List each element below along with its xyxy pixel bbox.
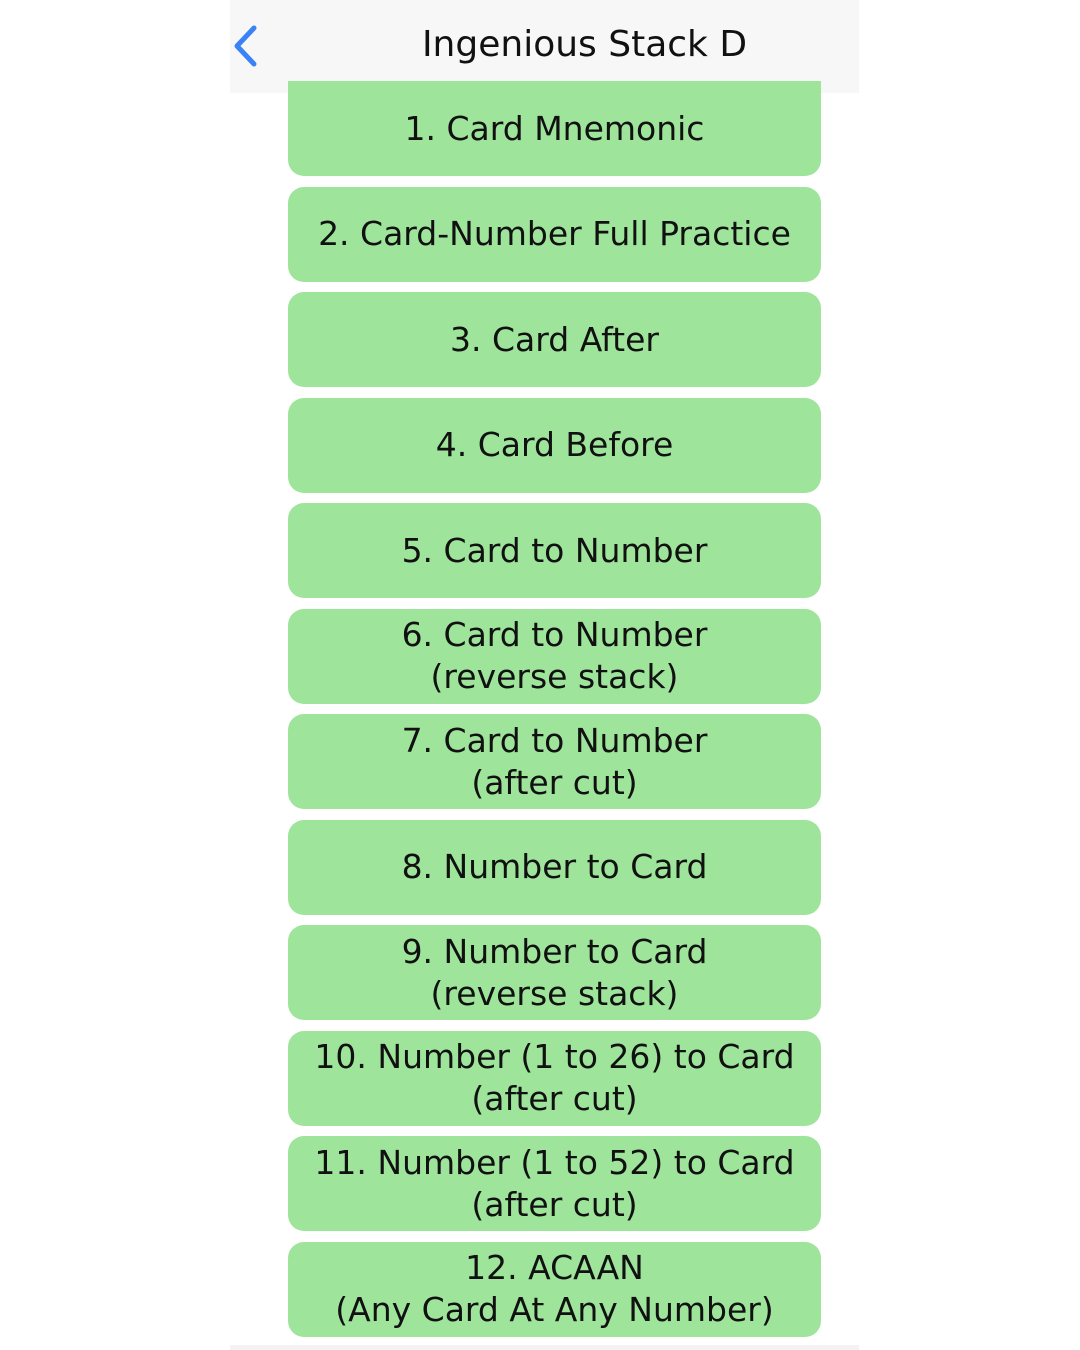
chevron-left-icon (234, 25, 257, 67)
menu-item-label: 12. ACAAN (Any Card At Any Number) (335, 1247, 773, 1331)
menu-item-line-1: 7. Card to Number (401, 720, 708, 760)
menu-item-number-to-card-reverse-stack[interactable]: 9. Number to Card (reverse stack) (288, 925, 821, 1020)
menu-item-card-mnemonic[interactable]: 1. Card Mnemonic (288, 81, 821, 176)
menu-item-label: 5. Card to Number (402, 530, 708, 572)
menu-item-label: 11. Number (1 to 52) to Card (after cut) (314, 1142, 794, 1226)
menu-item-number-1-to-52-after-cut[interactable]: 11. Number (1 to 52) to Card (after cut) (288, 1136, 821, 1231)
menu-item-acaan[interactable]: 12. ACAAN (Any Card At Any Number) (288, 1241, 821, 1337)
menu-item-number-1-to-26-after-cut[interactable]: 10. Number (1 to 26) to Card (after cut) (288, 1030, 821, 1126)
menu-item-line-2: (after cut) (471, 1079, 638, 1118)
menu-item-line-2: (reverse stack) (430, 657, 679, 696)
menu-item-card-before[interactable]: 4. Card Before (288, 397, 821, 493)
bottom-divider (230, 1345, 859, 1350)
menu-item-card-to-number[interactable]: 5. Card to Number (288, 503, 821, 598)
menu-item-line-1: 6. Card to Number (401, 615, 708, 654)
menu-item-card-after[interactable]: 3. Card After (288, 292, 821, 387)
menu-item-line-2: (after cut) (471, 1184, 638, 1224)
menu-item-line-2: (reverse stack) (430, 973, 679, 1013)
menu-item-label: 8. Number to Card (402, 846, 708, 888)
menu-item-line-1: 1. Card Mnemonic (404, 108, 705, 148)
menu-item-line-1: 2. Card-Number Full Practice (318, 214, 791, 253)
menu-item-line-1: 8. Number to Card (401, 847, 708, 886)
menu-item-label: 10. Number (1 to 26) to Card (after cut) (314, 1036, 794, 1120)
menu-item-line-1: 5. Card to Number (401, 530, 708, 570)
menu-item-label: 7. Card to Number (after cut) (402, 720, 708, 804)
menu-item-label: 6. Card to Number (reverse stack) (402, 614, 708, 698)
menu-item-line-2: (after cut) (471, 762, 638, 802)
menu-item-number-to-card[interactable]: 8. Number to Card (288, 819, 821, 915)
menu-item-line-1: 10. Number (1 to 26) to Card (314, 1037, 795, 1076)
navigation-bar: Ingenious Stack D (230, 0, 859, 93)
menu-item-line-1: 11. Number (1 to 52) to Card (314, 1142, 795, 1182)
menu-item-line-1: 9. Number to Card (401, 931, 708, 971)
menu-item-line-1: 3. Card After (450, 319, 659, 359)
menu-item-line-2: (Any Card At Any Number) (335, 1290, 774, 1329)
menu-item-line-1: 12. ACAAN (465, 1248, 644, 1287)
page-title: Ingenious Stack D (421, 24, 748, 65)
menu-item-card-to-number-reverse-stack[interactable]: 6. Card to Number (reverse stack) (288, 608, 821, 704)
menu-item-label: 9. Number to Card (reverse stack) (402, 931, 708, 1015)
menu-item-line-1: 4. Card Before (435, 425, 674, 464)
menu-item-label: 1. Card Mnemonic (405, 108, 705, 150)
practice-menu: 1. Card Mnemonic 2. Card-Number Full Pra… (288, 81, 821, 1347)
menu-item-label: 3. Card After (450, 319, 659, 361)
menu-item-card-number-full-practice[interactable]: 2. Card-Number Full Practice (288, 186, 821, 282)
menu-item-label: 2. Card-Number Full Practice (318, 213, 791, 255)
phone-screen: Ingenious Stack D 1. Card Mnemonic 2. Ca… (230, 0, 859, 1350)
back-button[interactable] (230, 20, 270, 72)
menu-item-card-to-number-after-cut[interactable]: 7. Card to Number (after cut) (288, 714, 821, 809)
menu-item-label: 4. Card Before (436, 424, 674, 466)
